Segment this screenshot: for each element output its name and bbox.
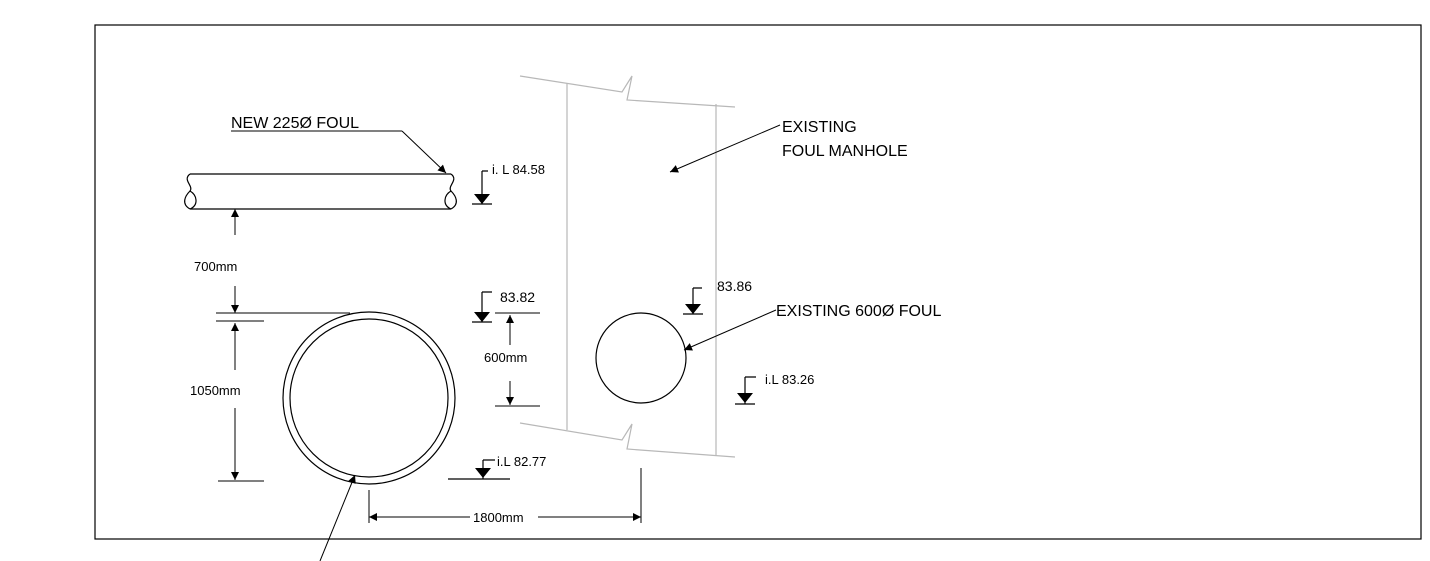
level-right-invert: i.L 83.26 bbox=[765, 372, 814, 387]
new-pipe-elevation bbox=[184, 173, 457, 210]
dim-horizontal-label: 1800mm bbox=[473, 510, 524, 525]
large-pipe-outer bbox=[282, 311, 456, 485]
existing-pipe-label: EXISTING 600Ø FOUL bbox=[776, 303, 941, 320]
level-new-pipe-invert: i. L 84.58 bbox=[492, 162, 545, 177]
level-marker-new-pipe bbox=[472, 170, 492, 205]
existing-manhole-outline bbox=[519, 75, 736, 458]
new-pipe-leader bbox=[401, 130, 447, 174]
level-marker-right-invert bbox=[735, 376, 756, 405]
drawing-border bbox=[94, 24, 1422, 540]
manhole-label-line1: EXISTING bbox=[782, 119, 857, 136]
dim-existing-pipe-label: 600mm bbox=[484, 350, 527, 365]
level-bottom-invert: i.L 82.77 bbox=[497, 454, 546, 469]
level-marker-top-left bbox=[472, 291, 492, 323]
manhole-leader bbox=[669, 124, 781, 173]
existing-pipe-leader bbox=[683, 309, 777, 351]
level-marker-bottom bbox=[448, 459, 510, 480]
level-top-left: 83.82 bbox=[500, 289, 535, 305]
level-top-right: 83.86 bbox=[717, 278, 752, 294]
dim-clearance-label: 700mm bbox=[194, 259, 237, 274]
manhole-label-line2: FOUL MANHOLE bbox=[782, 143, 908, 160]
dim-large-pipe-label: 1050mm bbox=[190, 383, 241, 398]
existing-pipe-section bbox=[595, 312, 687, 404]
level-marker-top-right bbox=[683, 287, 703, 315]
large-pipe-leader bbox=[319, 474, 356, 561]
new-pipe-label: NEW 225Ø FOUL bbox=[231, 115, 359, 132]
large-pipe-inner bbox=[289, 318, 449, 478]
